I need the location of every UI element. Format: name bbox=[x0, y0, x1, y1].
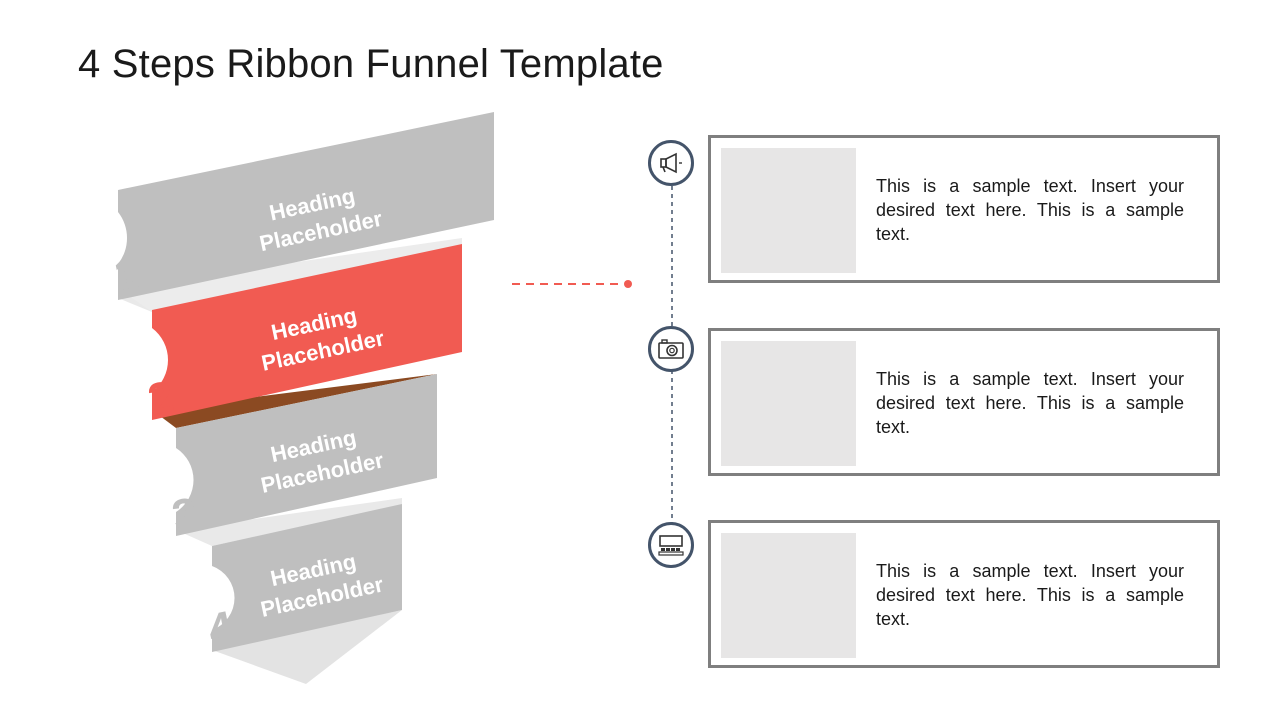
camera-icon bbox=[658, 339, 684, 359]
funnel-step-1[interactable]: 1 Heading Placeholder bbox=[110, 112, 494, 301]
image-placeholder[interactable] bbox=[721, 533, 856, 658]
ribbon-fold-3 bbox=[176, 498, 402, 546]
slide-title: 4 Steps Ribbon Funnel Template bbox=[78, 42, 664, 86]
ribbon-funnel: 1 Heading Placeholder 2 Heading Placehol… bbox=[110, 112, 632, 684]
content-panel-2: This is a sample text. Insert your desir… bbox=[708, 328, 1220, 476]
content-panel-3: This is a sample text. Insert your desir… bbox=[708, 520, 1220, 668]
content-panel-1: This is a sample text. Insert your desir… bbox=[708, 135, 1220, 283]
ribbon-fold-1b bbox=[118, 238, 462, 312]
image-placeholder[interactable] bbox=[721, 341, 856, 466]
image-placeholder[interactable] bbox=[721, 148, 856, 273]
connector-dot bbox=[624, 280, 632, 288]
panel-text[interactable]: This is a sample text. Insert your desir… bbox=[876, 176, 1184, 244]
panel-text[interactable]: This is a sample text. Insert your desir… bbox=[876, 369, 1184, 437]
camera-icon-circle[interactable] bbox=[648, 326, 694, 372]
funnel-step-2[interactable]: 2 Heading Placeholder bbox=[144, 244, 462, 425]
panel-text[interactable]: This is a sample text. Insert your desir… bbox=[876, 561, 1184, 629]
cinema-screen-icon-circle[interactable] bbox=[648, 522, 694, 568]
megaphone-icon-circle[interactable] bbox=[648, 140, 694, 186]
cinema-screen-icon bbox=[658, 535, 684, 556]
ribbon-fold-2 bbox=[152, 374, 437, 428]
megaphone-icon bbox=[660, 152, 682, 174]
ribbon-tail bbox=[212, 610, 402, 684]
